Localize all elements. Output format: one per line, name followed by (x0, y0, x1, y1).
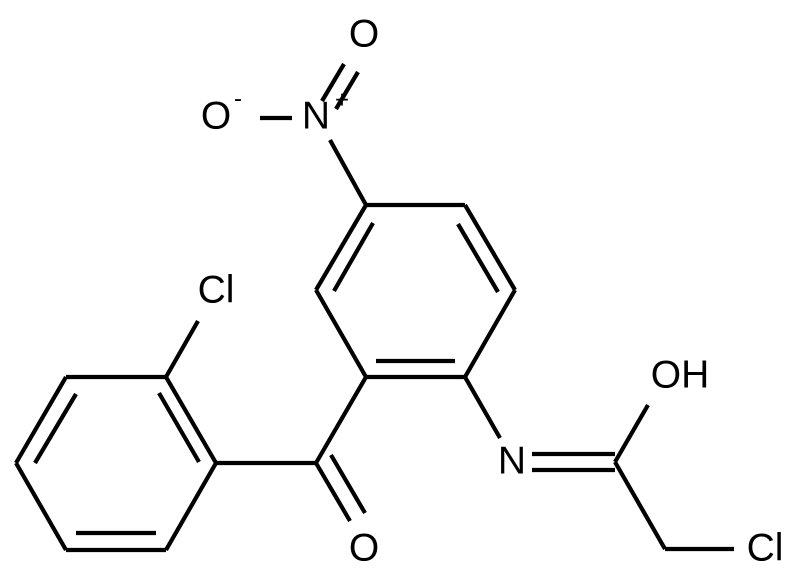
bond-c-oh (613, 403, 650, 464)
charge-plus: + (335, 86, 349, 113)
bond-nitro-n-o-upper (320, 62, 346, 103)
bond-ring-chlorine-left (164, 319, 200, 379)
bond-c-ch2 (613, 460, 667, 551)
bond-l6-l1 (164, 461, 218, 552)
bond-c6-c1-inner (332, 221, 375, 293)
bond-carbonyl-o (314, 461, 352, 523)
chlorophenyl-ring (14, 319, 218, 553)
atom-label-nitro-o-top: O (349, 12, 379, 55)
imine-side-chain (463, 375, 734, 552)
chlorobenzoyl-group (216, 375, 368, 523)
bond-l4-l5 (14, 461, 68, 552)
bond-ring-imine-n (463, 375, 502, 440)
central-benzene-ring (314, 202, 517, 380)
bond-nitro-n-o-double (334, 70, 360, 111)
atom-label-ketone-o: O (349, 526, 379, 569)
atom-label-imine-n: N (498, 439, 526, 482)
charge-minus: - (234, 85, 242, 112)
bond-c3-c4 (463, 288, 517, 379)
bond-c2-c3-inner (456, 222, 500, 294)
atom-label-chlorine-left: Cl (198, 268, 235, 311)
bond-l1-l2 (164, 375, 218, 465)
bond-l1-l2-inner (157, 391, 201, 464)
bond-c6-c1 (314, 203, 368, 292)
atom-label-nitro-o-minus: O (201, 94, 231, 137)
bond-ring-carbonyl (314, 375, 368, 465)
bond-l3-l4-inner (33, 392, 78, 465)
nitro-group (260, 62, 368, 207)
bond-c5-c6 (314, 288, 368, 379)
bond-c2-c3 (463, 203, 517, 292)
bond-ring-nitro-n (328, 138, 368, 207)
atom-label-nitro-n: N (302, 94, 330, 137)
bond-carbonyl-o-inner (329, 453, 367, 515)
bond-l3-l4 (14, 375, 68, 465)
atom-label-chlorine-right: Cl (747, 526, 784, 569)
atom-label-hydroxyl: OH (651, 353, 710, 396)
